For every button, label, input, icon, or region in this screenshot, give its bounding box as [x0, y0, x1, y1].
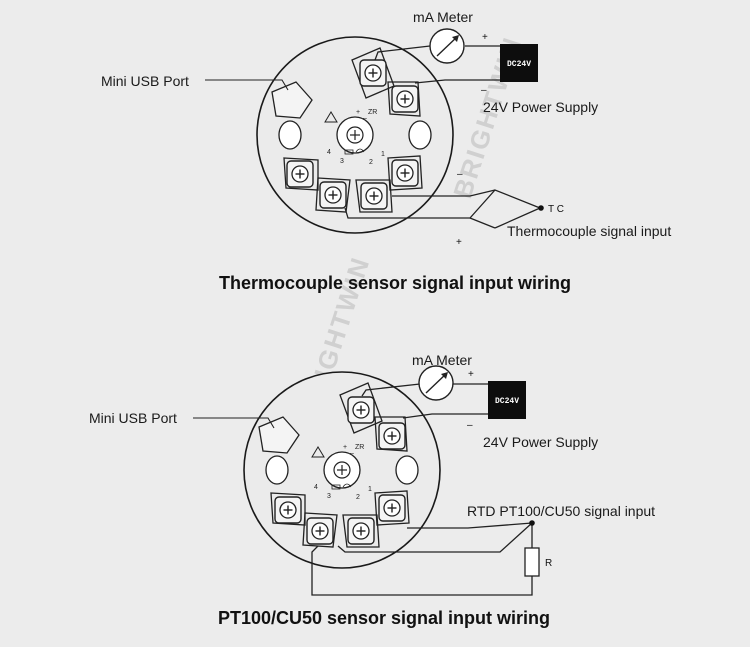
terminal-number: 2	[356, 494, 360, 501]
psu-text: DC24V	[507, 60, 531, 69]
terminal-number: 3	[340, 158, 344, 165]
power-supply-icon	[488, 381, 526, 419]
resistor-label: R	[545, 558, 552, 569]
dial-mark-minus: –	[363, 115, 367, 122]
rtd-signal-label: RTD PT100/CU50 signal input	[467, 503, 655, 519]
terminal-screw-icon	[274, 496, 302, 524]
terminal-screw-icon	[378, 422, 406, 450]
tc-minus-sign: –	[457, 169, 463, 180]
usb-port-icon	[258, 416, 300, 454]
thermocouple-diagram-title: Thermocouple sensor signal input wiring	[219, 273, 571, 293]
mounting-hole-icon	[278, 120, 302, 150]
thermocouple-signal-label: Thermocouple signal input	[507, 223, 671, 239]
tc-tag: T C	[548, 204, 564, 215]
terminal-screw-icon	[360, 182, 388, 210]
rtd-junction-dot	[529, 520, 535, 526]
dial-mark-zr: ZR	[355, 444, 364, 451]
terminal-number: 2	[369, 159, 373, 166]
mounting-hole-icon	[265, 455, 289, 485]
psu-minus-sign: –	[481, 85, 487, 96]
usb-port-label: Mini USB Port	[101, 73, 189, 89]
terminal-screw-icon	[378, 494, 406, 522]
terminal-screw-icon	[391, 159, 419, 187]
dial-mark-plus: +	[356, 109, 360, 116]
usb-port-label: Mini USB Port	[89, 410, 177, 426]
rtd-diagram-title: PT100/CU50 sensor signal input wiring	[218, 608, 550, 628]
terminal-screw-icon	[319, 181, 347, 209]
ma-meter-label: mA Meter	[413, 9, 473, 25]
usb-port-icon	[271, 81, 313, 119]
power-supply-label: 24V Power Supply	[483, 99, 598, 115]
terminal-screw-icon	[286, 160, 314, 188]
dial-mark-zr: ZR	[368, 109, 377, 116]
terminal-screw-icon	[347, 517, 375, 545]
terminal-number: 1	[381, 151, 385, 158]
psu-minus-sign: –	[467, 420, 473, 431]
mounting-hole-icon	[395, 455, 419, 485]
power-supply-icon	[500, 44, 538, 82]
terminal-screw-icon	[359, 59, 387, 87]
meter-plus-sign: +	[468, 369, 474, 380]
terminal-screw-icon	[391, 85, 419, 113]
terminal-number: 1	[368, 486, 372, 493]
terminal-screw-icon	[306, 517, 334, 545]
mounting-hole-icon	[408, 120, 432, 150]
terminal-screw-icon	[347, 396, 375, 424]
tc-junction-dot	[538, 205, 544, 211]
terminal-number: 4	[327, 149, 331, 156]
terminal-number: 3	[327, 493, 331, 500]
warning-triangle-icon	[311, 446, 325, 458]
thermocouple-diagram: + – ZR 3 2 1 4 DC24V mA Meter + – 24V Po…	[101, 9, 671, 293]
terminal-number: 4	[314, 484, 318, 491]
psu-text: DC24V	[495, 397, 519, 406]
warning-triangle-icon	[324, 111, 338, 123]
ma-meter-label: mA Meter	[412, 352, 472, 368]
rtd-diagram: + – ZR 3 2 1 4 DC24V mA Meter + – 24V Po…	[89, 352, 655, 628]
dial-mark-minus: –	[350, 450, 354, 457]
dial-mark-plus: +	[343, 444, 347, 451]
tc-plus-sign: +	[456, 237, 462, 248]
resistor-icon	[524, 547, 540, 577]
meter-plus-sign: +	[482, 32, 488, 43]
power-supply-label: 24V Power Supply	[483, 434, 598, 450]
